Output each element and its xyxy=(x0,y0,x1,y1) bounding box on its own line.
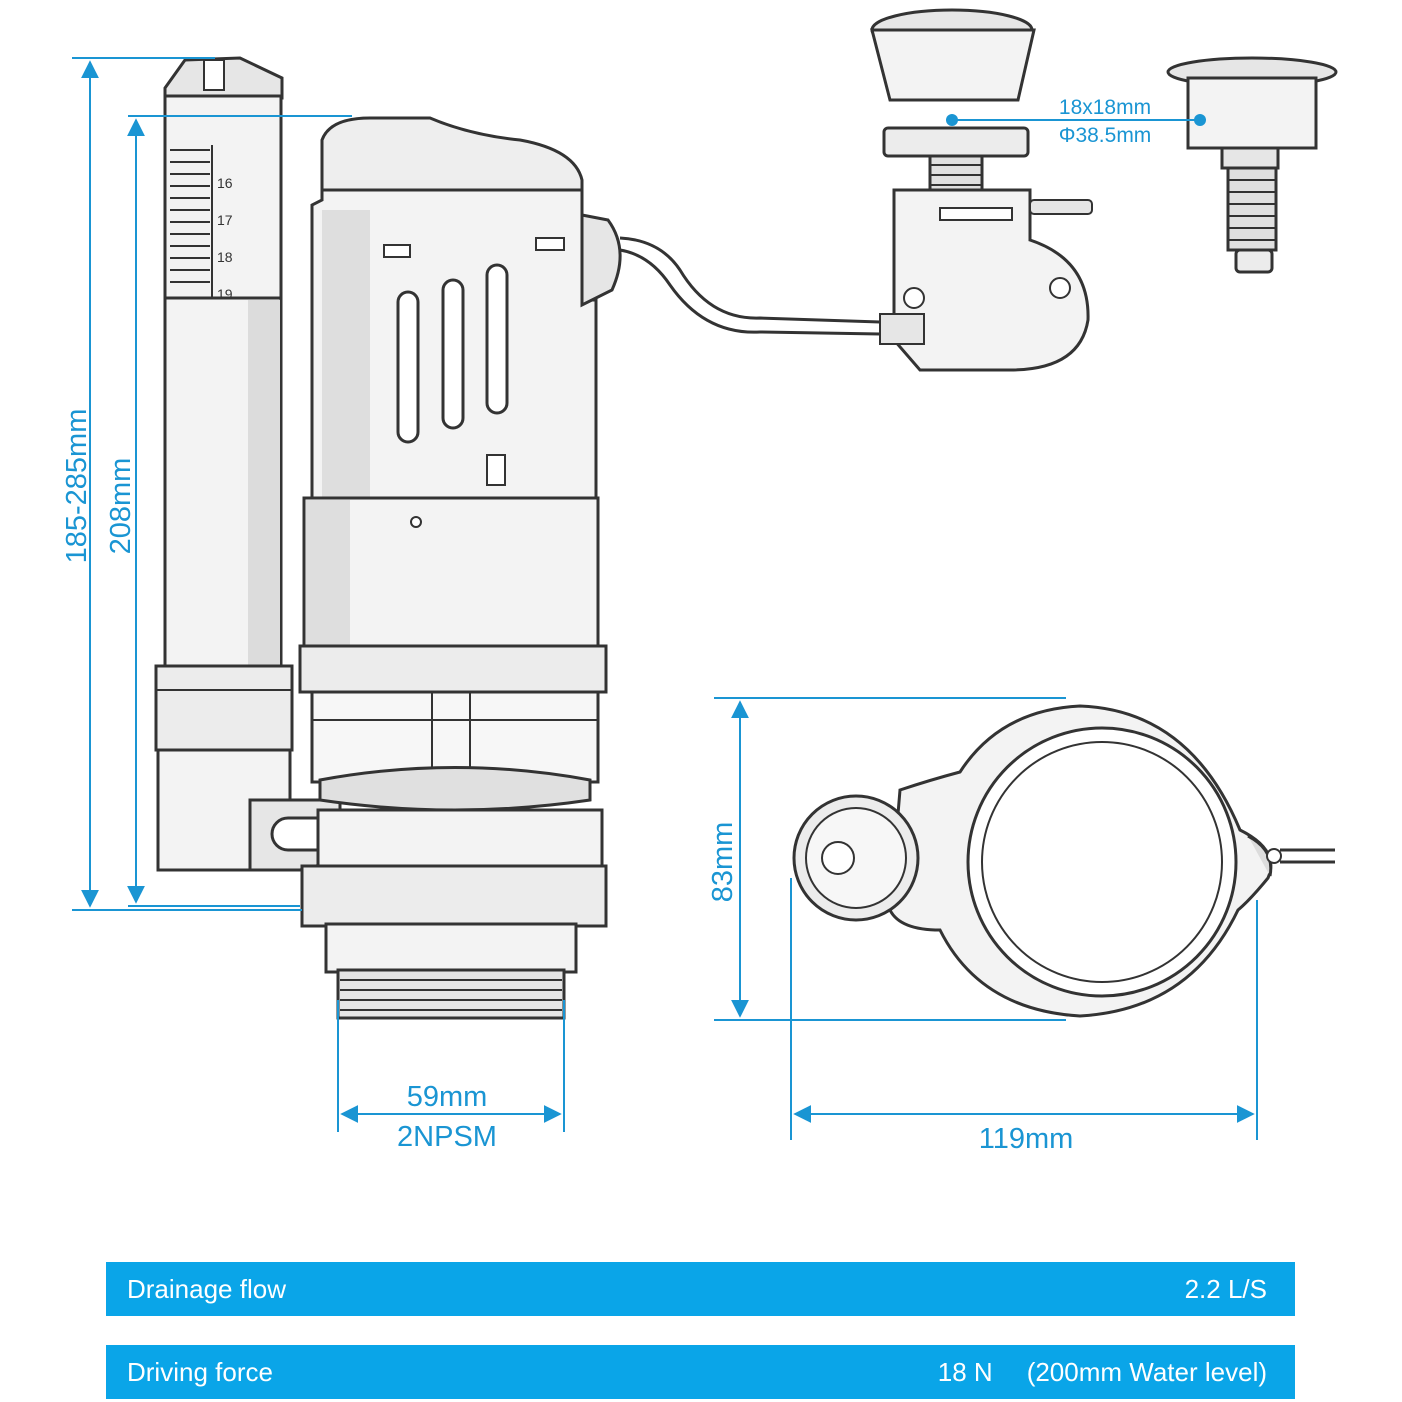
base-width-label: 119mm xyxy=(979,1123,1074,1155)
spec-label: Drainage flow xyxy=(127,1273,286,1304)
button-head xyxy=(1166,56,1338,274)
callout-dot xyxy=(1194,114,1206,126)
button-diameter-label: Φ38.5mm xyxy=(1059,124,1152,147)
scale-ticks: 16 17 18 19 xyxy=(217,175,233,302)
overflow-tube xyxy=(154,56,354,872)
base-top-view xyxy=(792,704,1282,1018)
button-hole-label: 18x18mm xyxy=(1059,96,1151,119)
callout-dot xyxy=(946,114,958,126)
thread-width-label: 59mm xyxy=(407,1081,488,1113)
thread-type-label: 2NPSM xyxy=(397,1121,497,1153)
spec-note: (200mm Water level) xyxy=(1026,1356,1267,1387)
dimension-labels: 185-285mm 208mm 59mm 2NPSM 83mm 119mm 18… xyxy=(61,96,1151,1155)
scale-tick: 19 xyxy=(217,286,233,302)
valve-body xyxy=(298,116,622,1020)
spec-label: Driving force xyxy=(127,1356,273,1387)
spec-value: 2.2 L/S xyxy=(1184,1273,1267,1304)
spec-bar-drainage-flow: Drainage flow 2.2 L/S xyxy=(106,1262,1295,1316)
cable xyxy=(619,248,881,336)
body-height-label: 208mm xyxy=(105,458,137,555)
spec-value-group: 18 N (200mm Water level) xyxy=(938,1357,1267,1388)
spec-value-group: 2.2 L/S xyxy=(1185,1274,1267,1305)
overall-height-label: 185-285mm xyxy=(61,409,93,564)
spec-value: 18 N xyxy=(937,1356,993,1387)
base-height-label: 83mm xyxy=(707,822,739,903)
scale-tick: 18 xyxy=(217,249,233,265)
base-cable xyxy=(1280,848,1335,864)
button-assembly xyxy=(870,8,1093,372)
cable xyxy=(619,236,881,324)
dimension-lines xyxy=(72,57,1258,1140)
scale-tick: 17 xyxy=(217,212,233,228)
scale-tick: 16 xyxy=(217,175,233,191)
spec-bar-driving-force: Driving force 18 N (200mm Water level) xyxy=(106,1345,1295,1399)
